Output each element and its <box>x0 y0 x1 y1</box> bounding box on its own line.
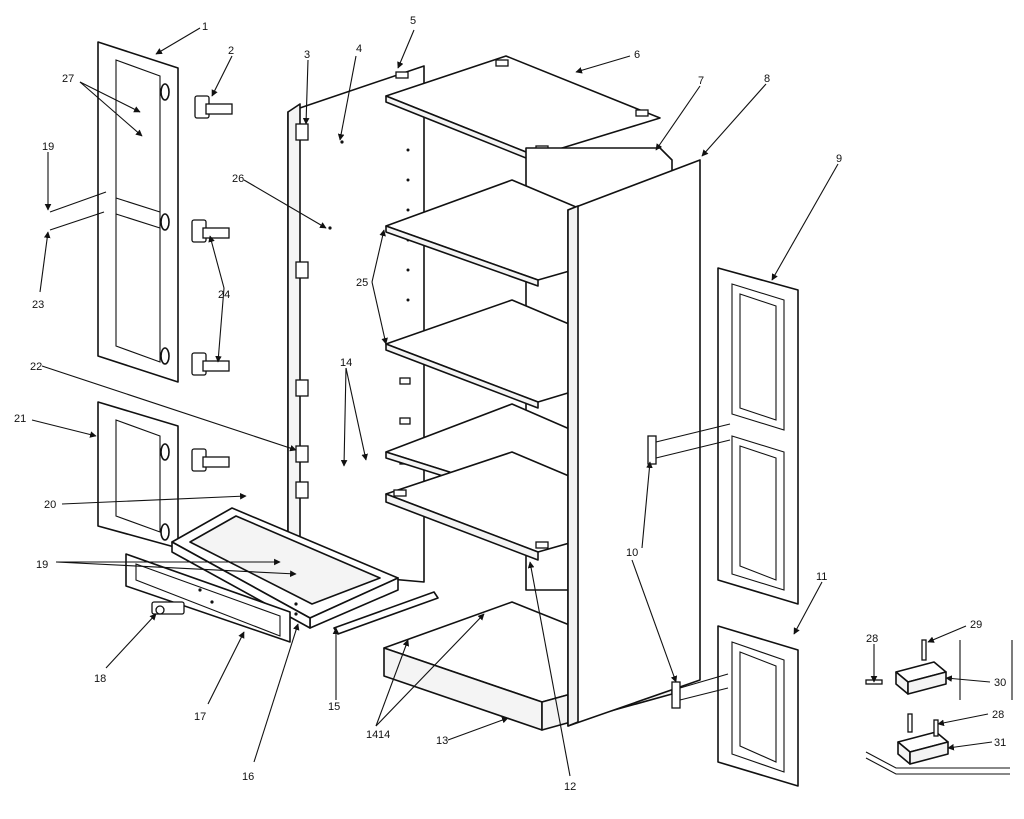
callout-11: 11 <box>816 571 827 583</box>
drawer-pull <box>151 601 185 615</box>
right-upper-door <box>717 267 799 605</box>
callout-13: 13 <box>436 735 448 747</box>
callout-29: 29 <box>970 619 982 631</box>
callout-28-lower: 28 <box>992 709 1004 721</box>
callout-31: 31 <box>994 737 1006 749</box>
callout-18: 18 <box>94 673 106 685</box>
drawer-box <box>171 507 399 629</box>
right-hinge-upper <box>647 423 731 465</box>
callout-labels: 1 2 3 4 5 6 7 8 9 10 11 12 13 14 14 14 1… <box>14 15 1006 793</box>
callout-5: 5 <box>410 15 416 27</box>
hinge-upper <box>194 95 233 119</box>
callout-2: 2 <box>228 45 234 57</box>
callout-10: 10 <box>626 547 638 559</box>
callout-6: 6 <box>634 49 640 61</box>
callout-20: 20 <box>44 499 56 511</box>
callout-9: 9 <box>836 153 842 165</box>
hinge-lower <box>191 352 230 376</box>
callout-30: 30 <box>994 677 1006 689</box>
right-side-panel <box>567 159 701 727</box>
callout-15: 15 <box>328 701 340 713</box>
callout-25: 25 <box>356 277 368 289</box>
callout-14-lower-b: 14 <box>378 729 390 741</box>
callout-28-upper: 28 <box>866 633 878 645</box>
callout-16: 16 <box>242 771 254 783</box>
lower-left-door <box>97 401 179 549</box>
callout-24: 24 <box>218 289 230 301</box>
callout-23: 23 <box>32 299 44 311</box>
callout-19-drawer: 19 <box>36 559 48 571</box>
leader-lines <box>31 27 993 777</box>
callout-4: 4 <box>356 43 362 55</box>
hinge-middle <box>191 219 230 243</box>
drawer-front <box>125 553 291 643</box>
right-lower-door <box>717 625 799 787</box>
top-panel <box>385 55 661 163</box>
callout-17: 17 <box>194 711 206 723</box>
callout-27: 27 <box>62 73 74 85</box>
callout-14-upper: 14 <box>340 357 352 369</box>
callout-7: 7 <box>698 75 704 87</box>
callout-21: 21 <box>14 413 26 425</box>
catch-detail <box>865 639 1013 775</box>
callout-14-lower-a: 14 <box>366 729 378 741</box>
callout-8: 8 <box>764 73 770 85</box>
callout-12: 12 <box>564 781 576 793</box>
callout-19-door: 19 <box>42 141 54 153</box>
hinge-lower-door <box>191 448 230 472</box>
callout-22: 22 <box>30 361 42 373</box>
callout-26: 26 <box>232 173 244 185</box>
upper-left-door <box>97 41 179 383</box>
callout-3: 3 <box>304 49 310 61</box>
callout-1: 1 <box>202 21 208 33</box>
